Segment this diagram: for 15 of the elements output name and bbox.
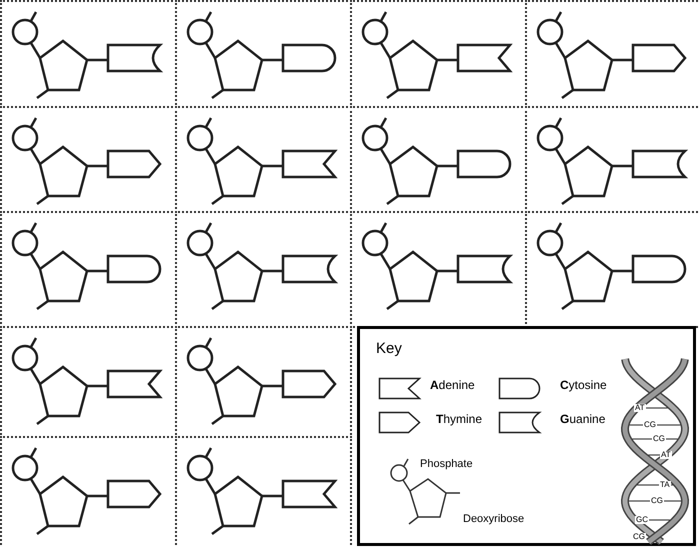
legend-label: Cytosine	[560, 379, 607, 391]
base-pair-label: CG	[652, 435, 666, 443]
legend-label: Thymine	[436, 413, 482, 425]
base-pair-label: CG	[643, 421, 657, 429]
legend-label: Guanine	[560, 413, 606, 425]
base-pair-label: TA	[659, 481, 671, 489]
base-pair-label: AT	[634, 404, 646, 412]
deoxyribose-label: Deoxyribose	[463, 514, 524, 525]
key-heading: Key	[376, 341, 402, 356]
base-pair-label: CG	[650, 497, 664, 505]
base-pair-label: GC	[635, 516, 649, 524]
legend-label: Adenine	[430, 379, 475, 391]
base-pair-label: CG	[632, 533, 646, 541]
phosphate-label: Phosphate	[420, 459, 473, 470]
base-pair-label: AT	[660, 451, 672, 459]
